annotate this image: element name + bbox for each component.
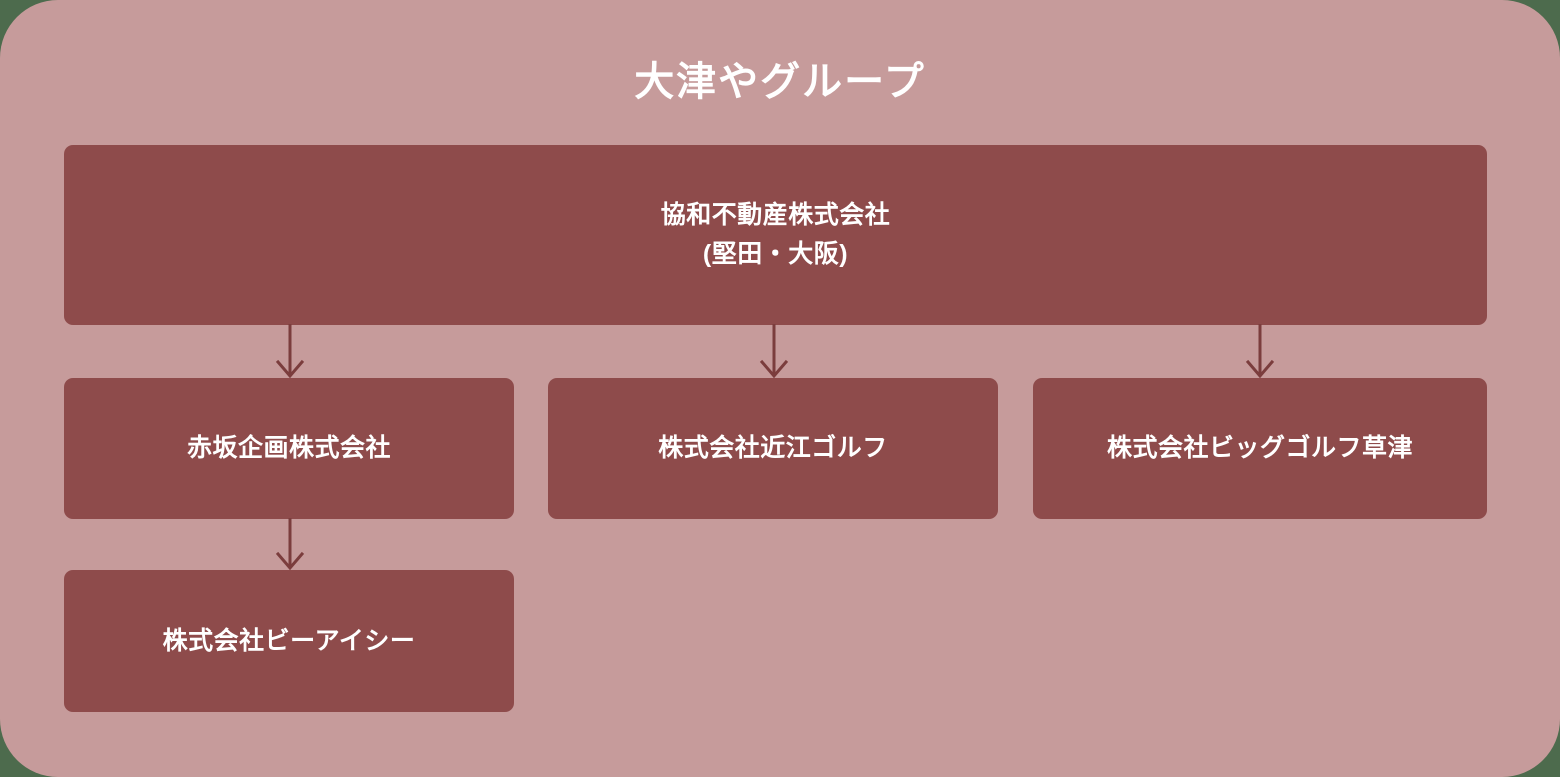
org-node-akasaka-kikaku: 赤坂企画株式会社	[64, 378, 514, 519]
org-node-bic: 株式会社ビーアイシー	[64, 570, 514, 712]
arrow-down-icon	[1245, 324, 1275, 379]
connector-root-to-big-golf	[1242, 324, 1278, 380]
connector-akasaka-to-bic	[272, 518, 308, 572]
org-node-label: 協和不動産株式会社	[660, 201, 891, 230]
org-node-label: 株式会社ビッグゴルフ草津	[1106, 434, 1413, 463]
connector-root-to-akasaka	[272, 324, 308, 380]
page-title: 大津やグループ	[634, 60, 926, 104]
connector-root-to-omi-golf	[756, 324, 792, 380]
arrow-down-icon	[759, 324, 789, 379]
org-node-kyowa-fudosan: 協和不動産株式会社 (堅田・大阪)	[64, 145, 1487, 325]
arrow-down-icon	[275, 324, 305, 379]
org-node-omi-golf: 株式会社近江ゴルフ	[548, 378, 998, 519]
org-node-big-golf-kusatsu: 株式会社ビッグゴルフ草津	[1033, 378, 1487, 519]
org-node-sublabel: (堅田・大阪)	[702, 240, 849, 268]
org-node-label: 株式会社ビーアイシー	[162, 626, 416, 655]
arrow-down-icon	[275, 518, 305, 571]
org-node-label: 赤坂企画株式会社	[186, 434, 391, 463]
org-node-label: 株式会社近江ゴルフ	[658, 434, 888, 463]
